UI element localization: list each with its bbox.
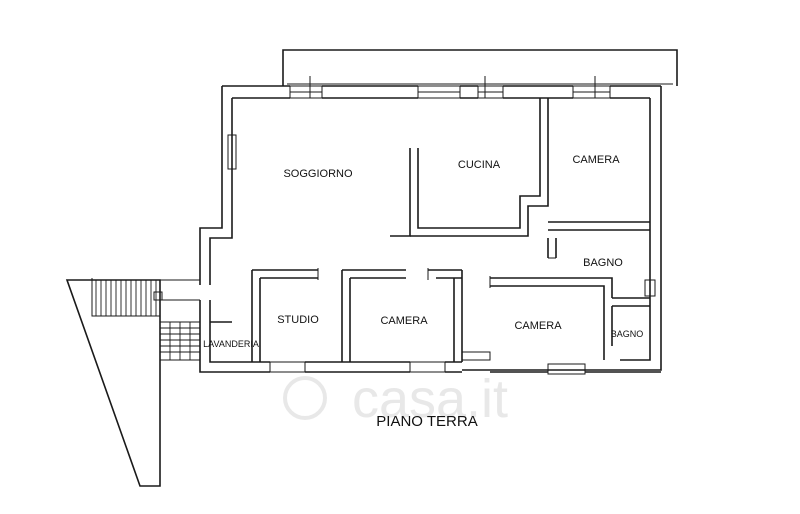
room-label-camera-mid: CAMERA: [380, 315, 428, 327]
room-label-soggiorno: SOGGIORNO: [283, 168, 353, 180]
stairs: [65, 278, 201, 487]
watermark: casa.it: [283, 369, 508, 429]
room-label-lavanderia: LAVANDERIA: [203, 339, 259, 349]
floor-title: PIANO TERRA: [376, 413, 477, 430]
outer-walls: [199, 85, 662, 373]
watermark-text: casa.it: [352, 369, 508, 429]
room-label-studio: STUDIO: [277, 314, 319, 326]
room-label-bagno-mid: BAGNO: [583, 257, 623, 269]
terrace-outline: [282, 49, 678, 86]
room-label-cucina: CUCINA: [458, 159, 501, 171]
door-jambs: [317, 257, 656, 297]
room-label-camera-right: CAMERA: [514, 320, 562, 332]
left-window: [227, 134, 237, 170]
interior-walls: [210, 98, 650, 362]
top-windows: [289, 76, 611, 99]
room-label-camera-top: CAMERA: [572, 154, 620, 166]
room-label-bagno-small: BAGNO: [611, 329, 644, 339]
